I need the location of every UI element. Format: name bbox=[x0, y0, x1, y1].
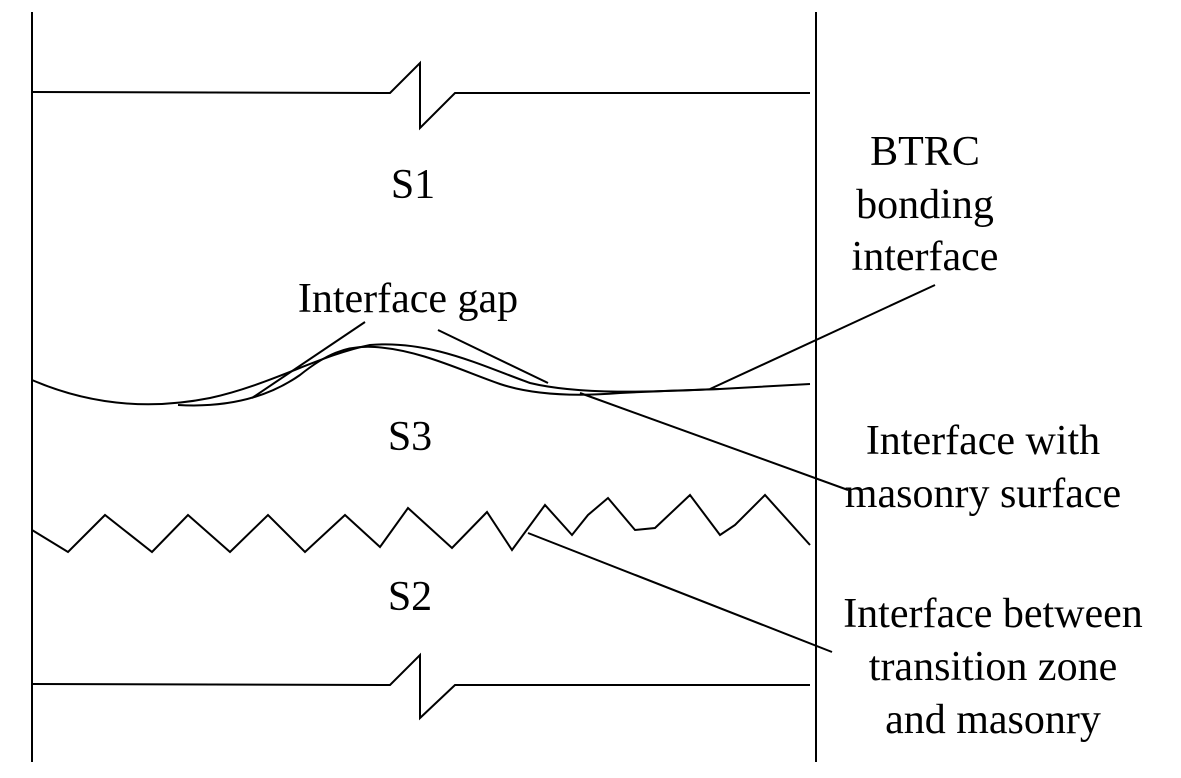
interface-gap-label: Interface gap bbox=[298, 276, 518, 322]
leader-masonry-surface bbox=[579, 392, 849, 491]
masonry-surface-label-line2: masonry surface bbox=[845, 471, 1121, 517]
btrc-interface-label-line3: interface bbox=[852, 234, 999, 280]
leader-btrc-interface bbox=[709, 284, 936, 390]
top-break-line bbox=[31, 60, 810, 131]
transition-zone-zigzag bbox=[31, 493, 811, 554]
region-label-s3: S3 bbox=[388, 414, 432, 460]
region-label-s1: S1 bbox=[391, 162, 435, 208]
leader-interface-gap-left bbox=[251, 321, 366, 399]
region-label-s2: S2 bbox=[388, 574, 432, 620]
leader-transition-zone bbox=[527, 532, 833, 653]
masonry-surface-curve bbox=[177, 345, 721, 407]
masonry-surface-label-line1: Interface with bbox=[866, 418, 1100, 464]
bottom-break-line bbox=[31, 652, 810, 721]
btrc-interface-curve bbox=[31, 343, 811, 406]
btrc-interface-label-line2: bonding bbox=[856, 182, 994, 228]
btrc-interface-label-line1: BTRC bbox=[870, 129, 980, 175]
leader-interface-gap-right bbox=[437, 329, 549, 384]
transition-zone-label-line3: and masonry bbox=[885, 697, 1101, 743]
transition-zone-label-line1: Interface between bbox=[843, 591, 1143, 637]
transition-zone-label-line2: transition zone bbox=[869, 644, 1117, 690]
